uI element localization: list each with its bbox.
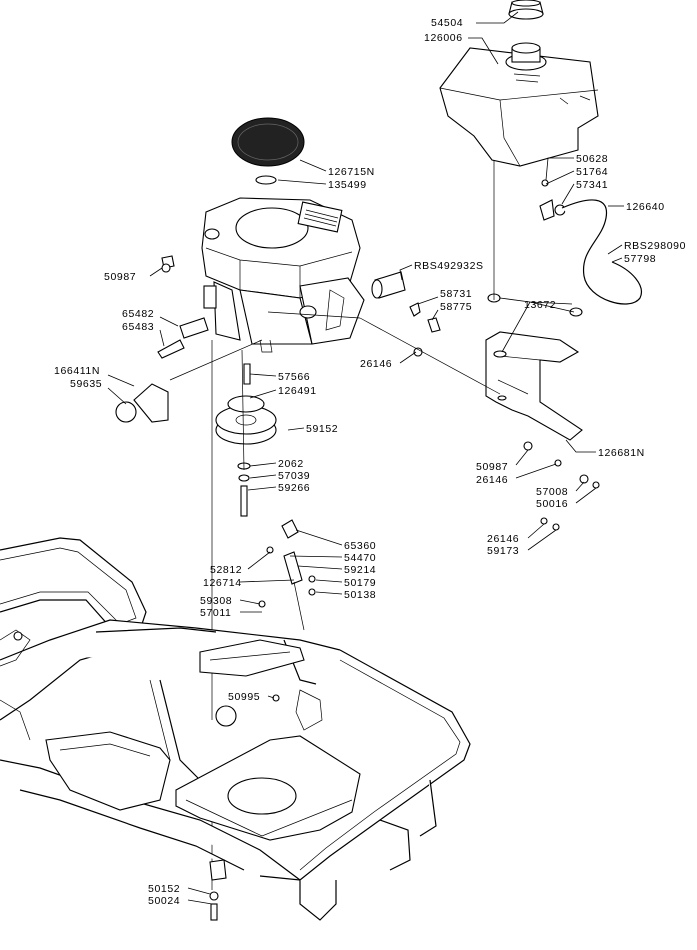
part-label: 57341 — [576, 179, 608, 191]
part-label: 126714 — [203, 577, 242, 589]
part-label: 59308 — [200, 595, 232, 607]
part-label: 50179 — [344, 577, 376, 589]
part-label: 50024 — [148, 895, 180, 907]
part-label: 126006 — [424, 32, 463, 44]
part-label: 59635 — [70, 378, 102, 390]
part-label: 50987 — [476, 461, 508, 473]
tank-bracket-illustration — [485, 331, 583, 441]
fuel-cap-illustration — [508, 0, 544, 20]
part-label: 59173 — [487, 545, 519, 557]
part-label: 57039 — [278, 470, 310, 482]
part-label: 57566 — [278, 371, 310, 383]
part-label: 58775 — [440, 301, 472, 313]
part-label: 54470 — [344, 552, 376, 564]
part-label: 26146 — [476, 474, 508, 486]
part-label: RBS492932S — [414, 260, 484, 272]
part-label: 126640 — [626, 201, 665, 213]
part-label: 50995 — [228, 691, 260, 703]
part-label: 26146 — [487, 533, 519, 545]
part-label: 54504 — [431, 17, 463, 29]
part-label: 57798 — [624, 253, 656, 265]
part-label: 50987 — [104, 271, 136, 283]
part-label: 126681N — [598, 447, 645, 459]
part-label: 26146 — [360, 358, 392, 370]
part-label: 166411N — [54, 365, 100, 377]
part-label: 50152 — [148, 883, 180, 895]
part-label: 65360 — [344, 540, 376, 552]
part-label: 57011 — [200, 607, 231, 619]
part-label: 58731 — [440, 288, 472, 300]
part-labels: 54504 126006 126715N 135499 50628 51764 … — [54, 17, 686, 907]
part-label: 51764 — [576, 166, 608, 178]
part-label: RBS298090 — [624, 240, 686, 252]
part-label: 57008 — [536, 486, 568, 498]
part-label: 59214 — [344, 564, 376, 576]
part-label: 50628 — [576, 153, 608, 165]
part-label: 65482 — [122, 308, 154, 320]
part-label: 126715N — [328, 166, 375, 178]
part-label: 50016 — [536, 498, 568, 510]
part-label: 50138 — [344, 589, 376, 601]
mower-frame-illustration — [0, 537, 471, 921]
part-label: 59152 — [306, 423, 338, 435]
part-label: 13672 — [524, 299, 556, 311]
air-filter-illustration — [231, 117, 305, 185]
part-label: 52812 — [210, 564, 242, 576]
leader-lines — [107, 11, 624, 905]
pulley-illustration — [215, 395, 277, 445]
part-label: 126491 — [278, 385, 317, 397]
fuel-tank-illustration — [439, 42, 599, 167]
engine-illustration — [201, 197, 365, 353]
fuel-hose-illustration — [561, 199, 642, 305]
part-label: 59266 — [278, 482, 310, 494]
part-label: 135499 — [328, 179, 367, 191]
part-label: 65483 — [122, 321, 154, 333]
part-label: 2062 — [278, 458, 304, 470]
